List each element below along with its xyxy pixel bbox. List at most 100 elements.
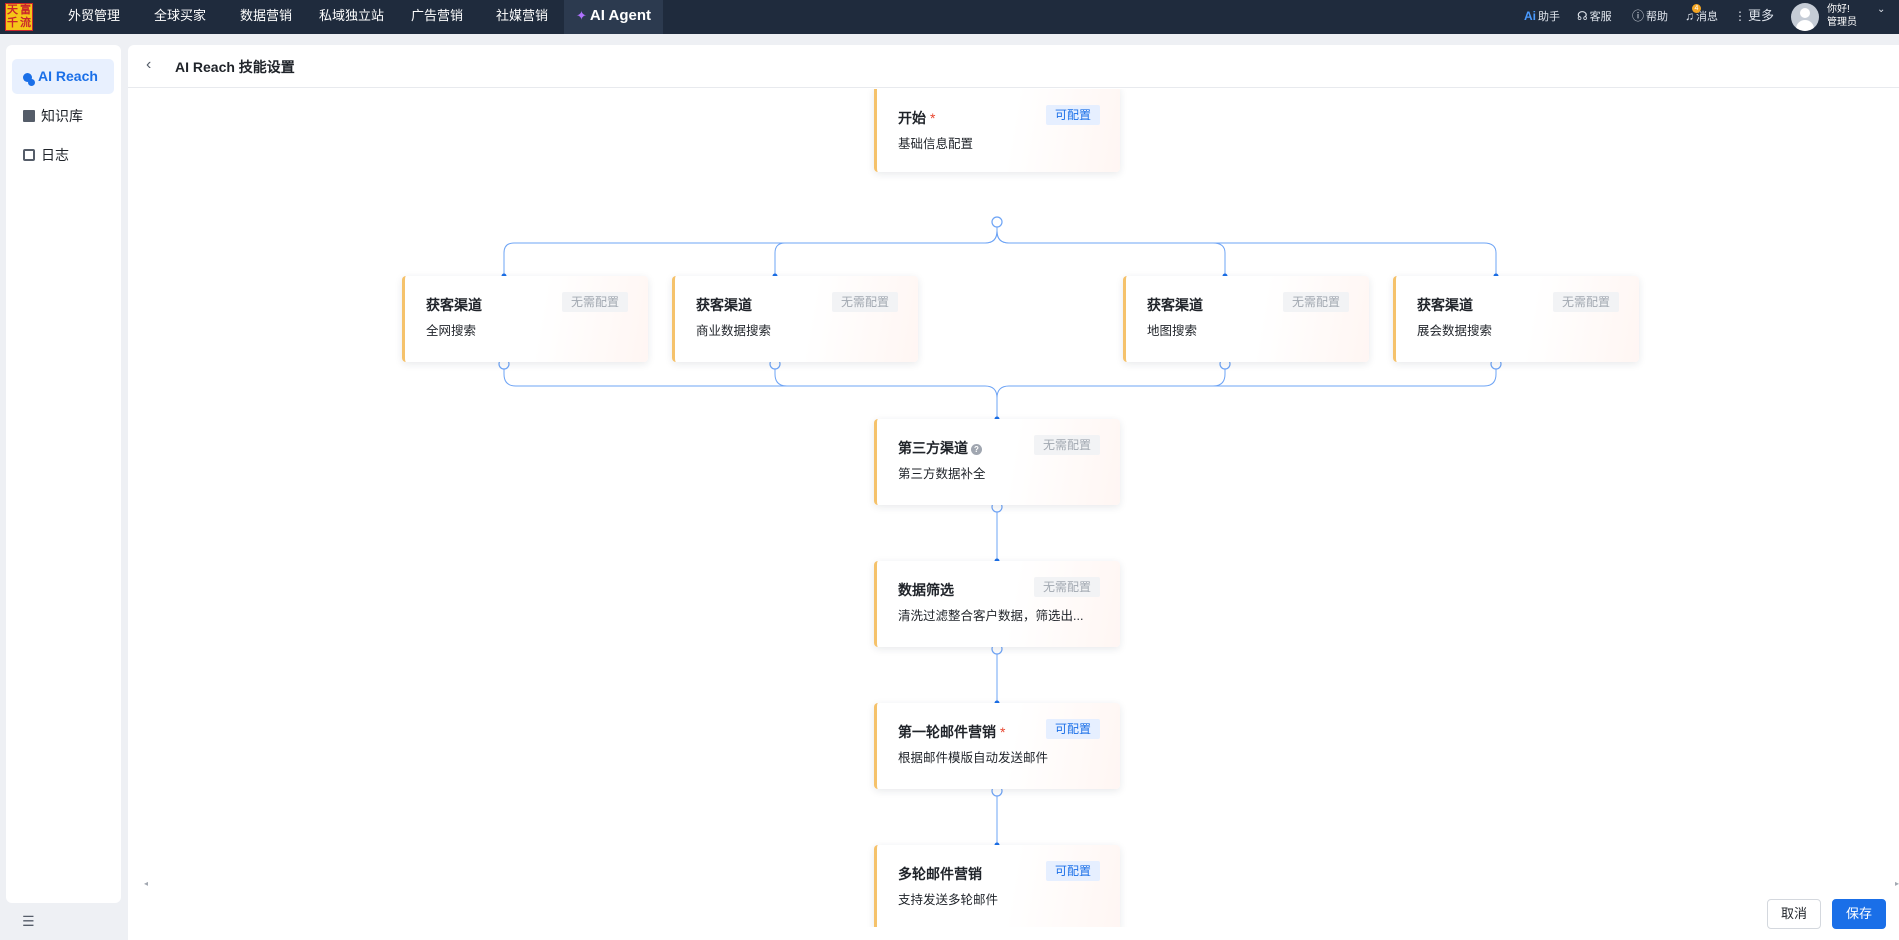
connector-line bbox=[996, 364, 1226, 399]
node-title: 第三方渠道? bbox=[898, 438, 982, 458]
configurable-tag: 可配置 bbox=[1045, 105, 1100, 125]
messages-button[interactable]: ♫消息 bbox=[1685, 0, 1718, 34]
ai-icon: Ai bbox=[1524, 9, 1536, 23]
configurable-tag: 可配置 bbox=[1045, 719, 1100, 739]
nav-item-foreign-trade[interactable]: 外贸管理 bbox=[68, 8, 121, 23]
no-config-tag: 无需配置 bbox=[1552, 292, 1619, 312]
more-label: 更多 bbox=[1748, 8, 1775, 23]
logo-char: 流 bbox=[20, 17, 31, 29]
sidebar-item-logs[interactable]: 日志 bbox=[12, 138, 114, 173]
user-role: 管理员 bbox=[1827, 17, 1857, 28]
customer-service-button[interactable]: ☊客服 bbox=[1577, 0, 1612, 34]
connector-line bbox=[503, 222, 998, 275]
nav-item-global-buyers[interactable]: 全球买家 bbox=[154, 8, 207, 23]
node-title: 获客渠道 bbox=[426, 297, 482, 313]
nav-item-ai-agent[interactable]: ✦AI Agent bbox=[564, 0, 664, 34]
node-description: 支持发送多轮邮件 bbox=[898, 893, 999, 907]
main-panel: ‹ AI Reach 技能设置 bbox=[128, 45, 1899, 940]
collapse-menu-icon[interactable]: ☰ bbox=[22, 913, 35, 929]
user-info[interactable]: 你好! 管理员 bbox=[1827, 3, 1857, 29]
page-title: AI Reach 技能设置 bbox=[175, 59, 295, 75]
user-icon bbox=[23, 73, 32, 82]
sidebar-item-knowledge-base[interactable]: 知识库 bbox=[12, 99, 114, 134]
user-avatar[interactable] bbox=[1791, 3, 1819, 31]
connector-line bbox=[996, 230, 1497, 275]
node-multi-email-campaign[interactable]: 多轮邮件营销 可配置 支持发送多轮邮件 bbox=[874, 845, 1120, 927]
nav-active-label: AI Agent bbox=[589, 7, 652, 24]
horizontal-scrollbar[interactable]: ◂ ▸ bbox=[144, 879, 1899, 889]
bell-icon: ♫ bbox=[1685, 9, 1694, 23]
no-config-tag: 无需配置 bbox=[1033, 435, 1100, 455]
vertical-dots-icon: ⋮ bbox=[1734, 9, 1746, 23]
node-title: 数据筛选 bbox=[898, 582, 954, 598]
no-config-tag: 无需配置 bbox=[831, 292, 898, 312]
cancel-button[interactable]: 取消 bbox=[1767, 899, 1821, 929]
output-port[interactable] bbox=[991, 216, 1003, 228]
node-title: 获客渠道 bbox=[1417, 297, 1473, 313]
node-title: 获客渠道 bbox=[1147, 297, 1203, 313]
required-marker: * bbox=[1000, 724, 1006, 740]
node-channel-map-search[interactable]: 获客渠道 无需配置 地图搜索 bbox=[1123, 276, 1369, 362]
chevron-down-icon[interactable]: ⌄ bbox=[1877, 4, 1886, 15]
required-marker: * bbox=[930, 110, 936, 126]
service-label: 客服 bbox=[1589, 11, 1612, 23]
node-description: 基础信息配置 bbox=[898, 137, 974, 151]
no-config-tag: 无需配置 bbox=[561, 292, 628, 312]
nav-item-data-marketing[interactable]: 数据营销 bbox=[240, 8, 293, 23]
node-start[interactable]: 开始* 可配置 基础信息配置 bbox=[874, 89, 1120, 172]
node-title: 获客渠道 bbox=[696, 297, 752, 313]
question-circle-icon: ⓘ bbox=[1632, 9, 1645, 23]
node-description: 全网搜索 bbox=[426, 324, 477, 338]
brand-logo[interactable]: 天 富 千 流 bbox=[5, 3, 33, 31]
book-icon bbox=[23, 110, 35, 122]
sidebar: AI Reach 知识库 日志 ☰ bbox=[6, 45, 121, 929]
node-title-text: 开始 bbox=[898, 110, 926, 126]
logo-char: 千 bbox=[7, 17, 18, 29]
node-channel-web-search[interactable]: 获客渠道 无需配置 全网搜索 bbox=[402, 276, 648, 362]
document-icon bbox=[23, 149, 35, 161]
logo-char: 富 bbox=[20, 4, 31, 16]
help-icon[interactable]: ? bbox=[971, 444, 982, 455]
save-button[interactable]: 保存 bbox=[1832, 899, 1886, 929]
workflow-connectors bbox=[498, 216, 1502, 848]
node-title: 第一轮邮件营销* bbox=[898, 722, 1005, 742]
messages-label: 消息 bbox=[1696, 11, 1718, 23]
page-header: ‹ AI Reach 技能设置 bbox=[128, 45, 1899, 88]
node-data-filter[interactable]: 数据筛选 无需配置 清洗过滤整合客户数据，筛选出... bbox=[874, 561, 1120, 647]
node-first-email-campaign[interactable]: 第一轮邮件营销* 可配置 根据邮件模版自动发送邮件 bbox=[874, 703, 1120, 789]
sidebar-item-label: AI Reach bbox=[38, 68, 98, 84]
message-count-badge: 4 bbox=[1692, 4, 1701, 13]
workflow-canvas[interactable]: 开始* 可配置 基础信息配置 获客渠道 无需配置 全网搜索 获客渠道 无需配置 … bbox=[128, 89, 1899, 927]
scroll-left-icon[interactable]: ◂ bbox=[144, 879, 149, 888]
back-arrow-icon[interactable]: ‹ bbox=[146, 56, 152, 73]
node-channel-exhibition-data[interactable]: 获客渠道 无需配置 展会数据搜索 bbox=[1393, 276, 1639, 362]
no-config-tag: 无需配置 bbox=[1033, 577, 1100, 597]
node-description: 第三方数据补全 bbox=[898, 467, 986, 481]
scroll-right-icon[interactable]: ▸ bbox=[1894, 879, 1899, 888]
sidebar-item-label: 日志 bbox=[41, 147, 69, 163]
top-navigation-bar: 天 富 千 流 外贸管理 全球买家 数据营销 私域独立站 广告营销 社媒营销 ✦… bbox=[0, 0, 1899, 34]
headset-icon: ☊ bbox=[1577, 9, 1588, 23]
nav-item-social-marketing[interactable]: 社媒营销 bbox=[496, 8, 549, 23]
sidebar-item-ai-reach[interactable]: AI Reach bbox=[12, 59, 114, 94]
connector-line bbox=[996, 230, 1226, 275]
sidebar-item-label: 知识库 bbox=[41, 108, 83, 124]
nav-item-private-site[interactable]: 私域独立站 bbox=[319, 8, 385, 23]
no-config-tag: 无需配置 bbox=[1282, 292, 1349, 312]
connector-line bbox=[1009, 364, 1497, 387]
node-description: 根据邮件模版自动发送邮件 bbox=[898, 751, 1049, 765]
connector-line bbox=[503, 364, 998, 418]
connector-line bbox=[774, 364, 985, 387]
node-title-text: 第三方渠道 bbox=[898, 440, 968, 456]
help-label: 帮助 bbox=[1646, 11, 1669, 23]
nav-item-ad-marketing[interactable]: 广告营销 bbox=[411, 8, 464, 23]
more-menu-button[interactable]: ⋮更多 bbox=[1734, 0, 1774, 34]
node-title-text: 第一轮邮件营销 bbox=[898, 724, 996, 740]
assistant-label: 助手 bbox=[1538, 11, 1560, 23]
node-channel-business-data[interactable]: 获客渠道 无需配置 商业数据搜索 bbox=[672, 276, 918, 362]
configurable-tag: 可配置 bbox=[1045, 861, 1100, 881]
node-third-party-channel[interactable]: 第三方渠道? 无需配置 第三方数据补全 bbox=[874, 419, 1120, 505]
node-description: 商业数据搜索 bbox=[696, 324, 772, 338]
